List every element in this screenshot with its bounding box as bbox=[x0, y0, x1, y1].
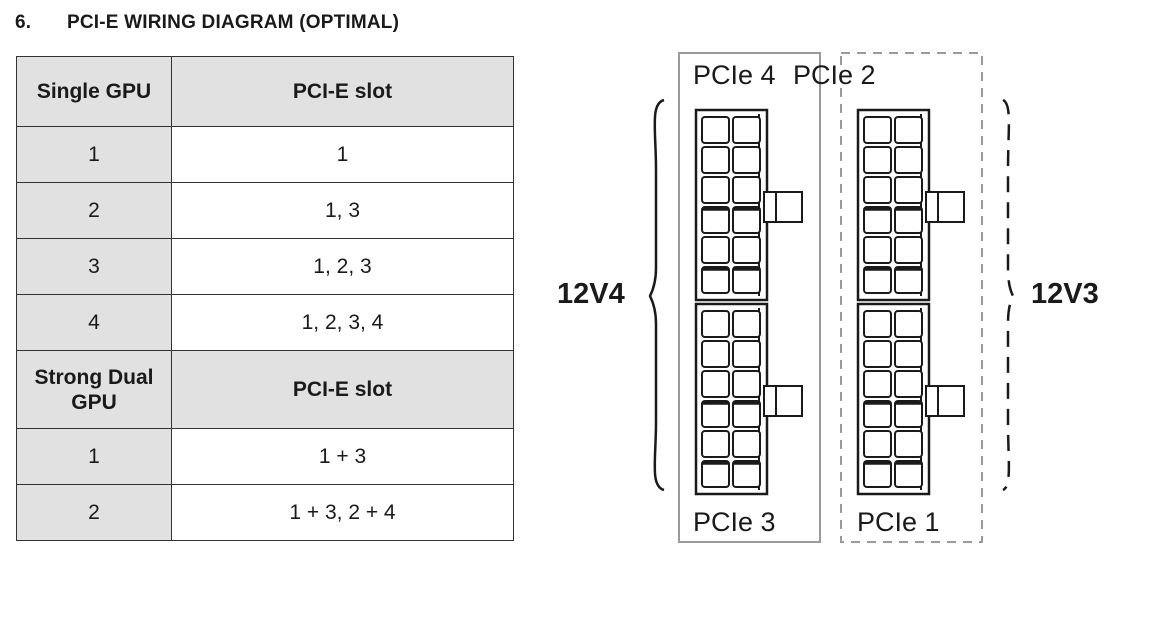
connector-pcie-3-pin bbox=[701, 370, 730, 398]
connector-pcie-1-pin bbox=[863, 340, 892, 368]
connector-pcie-3-pin bbox=[732, 310, 761, 338]
connector-pcie-3-pin bbox=[701, 340, 730, 368]
connector-pcie-2-pin bbox=[894, 236, 923, 264]
connector-pcie-2-latch-tab bbox=[937, 191, 965, 223]
label-pcie-1: PCIe 1 bbox=[857, 507, 940, 537]
connector-pcie-2-pin bbox=[894, 266, 923, 294]
table-row: 1 1 + 3 bbox=[16, 428, 514, 485]
connector-pcie-3-pin bbox=[732, 400, 761, 428]
connector-pcie-3-pin bbox=[701, 430, 730, 458]
connector-pcie-1-pin bbox=[894, 370, 923, 398]
label-pcie-4: PCIe 4 bbox=[693, 60, 776, 90]
slot-cell: 1 bbox=[171, 126, 514, 183]
connector-pcie-2-pin bbox=[863, 176, 892, 204]
connector-pcie-3-pin bbox=[701, 460, 730, 488]
table-header-row: Strong Dual GPU PCI-E slot bbox=[16, 350, 514, 429]
connector-pcie-1-pin bbox=[894, 340, 923, 368]
gpu-count-cell: 2 bbox=[16, 182, 172, 239]
connector-pcie-3-pin bbox=[732, 460, 761, 488]
connector-pcie-2-pin bbox=[863, 146, 892, 174]
table-row: 2 1, 3 bbox=[16, 182, 514, 239]
connector-pcie-2-pin bbox=[894, 146, 923, 174]
connector-pcie-1-pin bbox=[894, 310, 923, 338]
group-12v3-frame bbox=[840, 52, 983, 543]
group-12v4-frame bbox=[678, 52, 821, 543]
connector-pcie-1-pin bbox=[863, 400, 892, 428]
connector-pcie-4-pin bbox=[732, 266, 761, 294]
connector-pcie-4-pin bbox=[732, 116, 761, 144]
connector-pcie-3-pin bbox=[732, 370, 761, 398]
label-pcie-2: PCIe 2 bbox=[793, 60, 876, 90]
connector-pcie-3-pin bbox=[732, 340, 761, 368]
gpu-count-cell: 1 bbox=[16, 428, 172, 485]
gpu-count-cell: 4 bbox=[16, 294, 172, 351]
slot-cell: 1 + 3 bbox=[171, 428, 514, 485]
connector-pcie-1-pin bbox=[863, 430, 892, 458]
connector-pcie-1-pin bbox=[894, 430, 923, 458]
connector-pcie-3-latch bbox=[763, 385, 777, 417]
connector-pcie-4-pin bbox=[732, 206, 761, 234]
connector-pcie-1-pin bbox=[863, 460, 892, 488]
gpu-count-cell: 1 bbox=[16, 126, 172, 183]
connector-pcie-1-pin bbox=[894, 460, 923, 488]
connector-pcie-3-pin bbox=[732, 430, 761, 458]
connector-pcie-2-latch bbox=[925, 191, 939, 223]
slot-cell: 1, 2, 3 bbox=[171, 238, 514, 295]
dual-gpu-header: Strong Dual GPU bbox=[16, 350, 172, 429]
connector-pcie-4-pin bbox=[701, 206, 730, 234]
connector-pcie-2-pin bbox=[863, 266, 892, 294]
left-brace bbox=[648, 98, 665, 492]
connector-pcie-3-pin bbox=[701, 310, 730, 338]
section-number: 6. bbox=[15, 12, 32, 33]
connector-pcie-2-pin bbox=[894, 206, 923, 234]
gpu-count-cell: 2 bbox=[16, 484, 172, 541]
connector-pcie-4-pin bbox=[732, 236, 761, 264]
label-pcie-3: PCIe 3 bbox=[693, 507, 776, 537]
pcie-slot-header: PCI-E slot bbox=[171, 350, 514, 429]
label-12v4: 12V4 bbox=[557, 278, 625, 310]
label-12v3: 12V3 bbox=[1031, 278, 1099, 310]
right-brace bbox=[1002, 98, 1015, 492]
connector-pcie-2-pin bbox=[863, 236, 892, 264]
connector-pcie-1-latch-tab bbox=[937, 385, 965, 417]
connector-pcie-2-pin bbox=[894, 116, 923, 144]
connector-pcie-4-pin bbox=[701, 146, 730, 174]
table-header-row: Single GPU PCI-E slot bbox=[16, 56, 514, 127]
connector-pcie-4-pin bbox=[732, 176, 761, 204]
connector-pcie-4-latch bbox=[763, 191, 777, 223]
connector-pcie-4-latch-tab bbox=[775, 191, 803, 223]
connector-pcie-2-pin bbox=[894, 176, 923, 204]
section-heading: 6. PCI-E WIRING DIAGRAM (OPTIMAL) bbox=[15, 12, 399, 34]
table-row: 4 1, 2, 3, 4 bbox=[16, 294, 514, 351]
connector-pcie-3-pin bbox=[701, 400, 730, 428]
slot-cell: 1 + 3, 2 + 4 bbox=[171, 484, 514, 541]
gpu-count-cell: 3 bbox=[16, 238, 172, 295]
single-gpu-header: Single GPU bbox=[16, 56, 172, 127]
connector-pcie-4-pin bbox=[701, 236, 730, 264]
pcie-slot-table: Single GPU PCI-E slot 1 1 2 1, 3 3 1, 2,… bbox=[16, 56, 514, 541]
slot-cell: 1, 3 bbox=[171, 182, 514, 239]
table-row: 3 1, 2, 3 bbox=[16, 238, 514, 295]
connector-pcie-4-pin bbox=[701, 176, 730, 204]
pcie-slot-header: PCI-E slot bbox=[171, 56, 514, 127]
connector-pcie-3-latch-tab bbox=[775, 385, 803, 417]
section-title: PCI-E WIRING DIAGRAM (OPTIMAL) bbox=[67, 12, 400, 33]
connector-pcie-4-pin bbox=[701, 116, 730, 144]
connector-pcie-1-pin bbox=[894, 400, 923, 428]
connector-pcie-2-pin bbox=[863, 116, 892, 144]
connector-pcie-4-pin bbox=[732, 146, 761, 174]
table-row: 1 1 bbox=[16, 126, 514, 183]
connector-pcie-1-pin bbox=[863, 370, 892, 398]
connector-pcie-2-pin bbox=[863, 206, 892, 234]
connector-pcie-1-pin bbox=[863, 310, 892, 338]
connector-pcie-1-latch bbox=[925, 385, 939, 417]
connector-pcie-4-pin bbox=[701, 266, 730, 294]
slot-cell: 1, 2, 3, 4 bbox=[171, 294, 514, 351]
table-row: 2 1 + 3, 2 + 4 bbox=[16, 484, 514, 541]
